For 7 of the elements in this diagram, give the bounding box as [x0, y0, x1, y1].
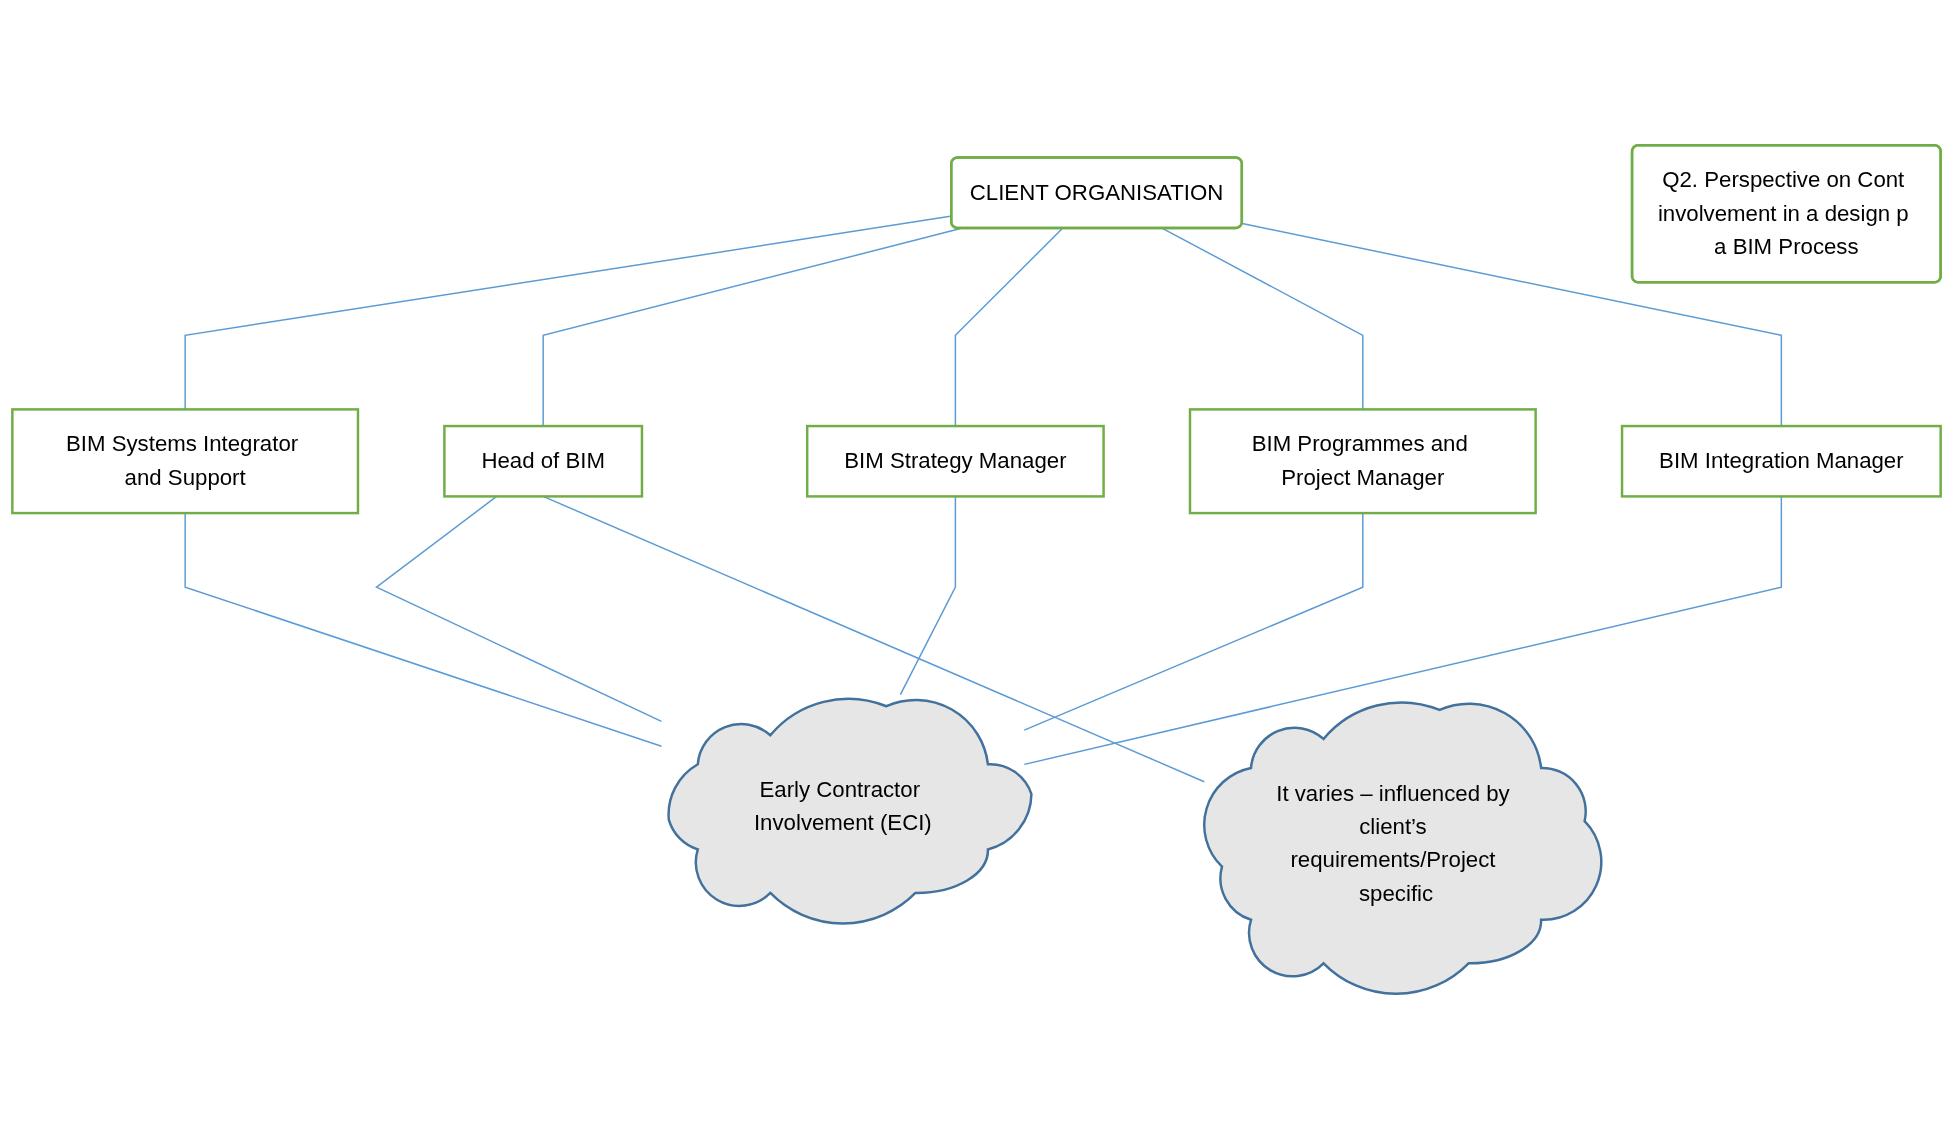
node-box: BIM Programmes and Project Manager [1188, 408, 1537, 515]
node-box: BIM Systems Integrator and Support [11, 408, 360, 515]
connector [954, 227, 1064, 427]
connector [1241, 222, 1783, 427]
node-box: BIM Integration Manager [1620, 424, 1942, 498]
node-box: BIM Strategy Manager [805, 424, 1105, 498]
node-box: Head of BIM [443, 424, 644, 498]
